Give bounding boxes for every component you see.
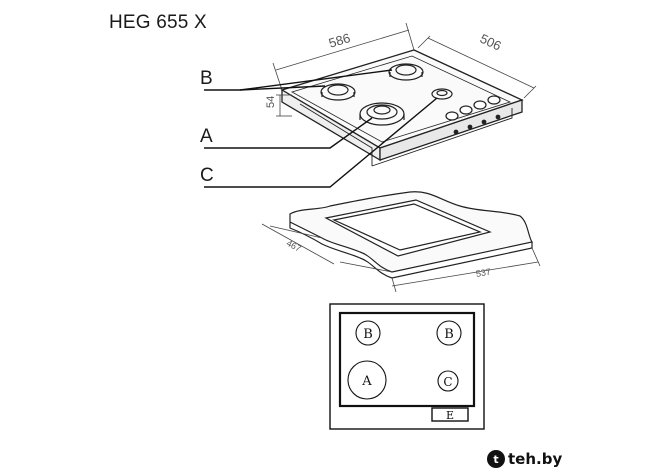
leader-lines <box>204 69 438 188</box>
cutout-frame <box>289 191 533 279</box>
plan-burner-top-right-label: B <box>444 327 454 342</box>
watermark-text: teh.by <box>508 450 563 468</box>
dim-hob-height: 54 <box>265 96 277 108</box>
dimension-lines-hob <box>272 22 537 117</box>
plan-burner-top-left-label: B <box>363 327 373 342</box>
callout-label-a: A <box>200 126 213 147</box>
control-knobs <box>445 95 501 135</box>
dim-cutout-depth: 467 <box>285 238 303 254</box>
burner-top-right <box>388 63 424 81</box>
callout-label-b: B <box>200 68 213 89</box>
burner-bottom-left <box>359 102 405 126</box>
plan-control-panel-label: E <box>446 409 454 422</box>
dim-hob-depth: 506 <box>478 31 504 54</box>
plan-burner-bottom-right-label: C <box>443 375 452 389</box>
dimension-lines-cutout <box>261 223 541 293</box>
model-title: HEG 655 X <box>109 12 207 33</box>
site-watermark: t teh.by <box>487 449 639 469</box>
hob-isometric <box>280 49 524 167</box>
burner-bottom-right <box>431 88 453 100</box>
watermark-logo-icon: t <box>487 450 505 468</box>
dim-hob-width: 586 <box>327 30 352 51</box>
burner-top-left <box>320 83 356 101</box>
layout-plan <box>329 303 485 430</box>
dim-cutout-width: 537 <box>475 267 492 279</box>
plan-burner-bottom-left-label: A <box>361 374 372 389</box>
callout-label-c: C <box>200 165 214 186</box>
